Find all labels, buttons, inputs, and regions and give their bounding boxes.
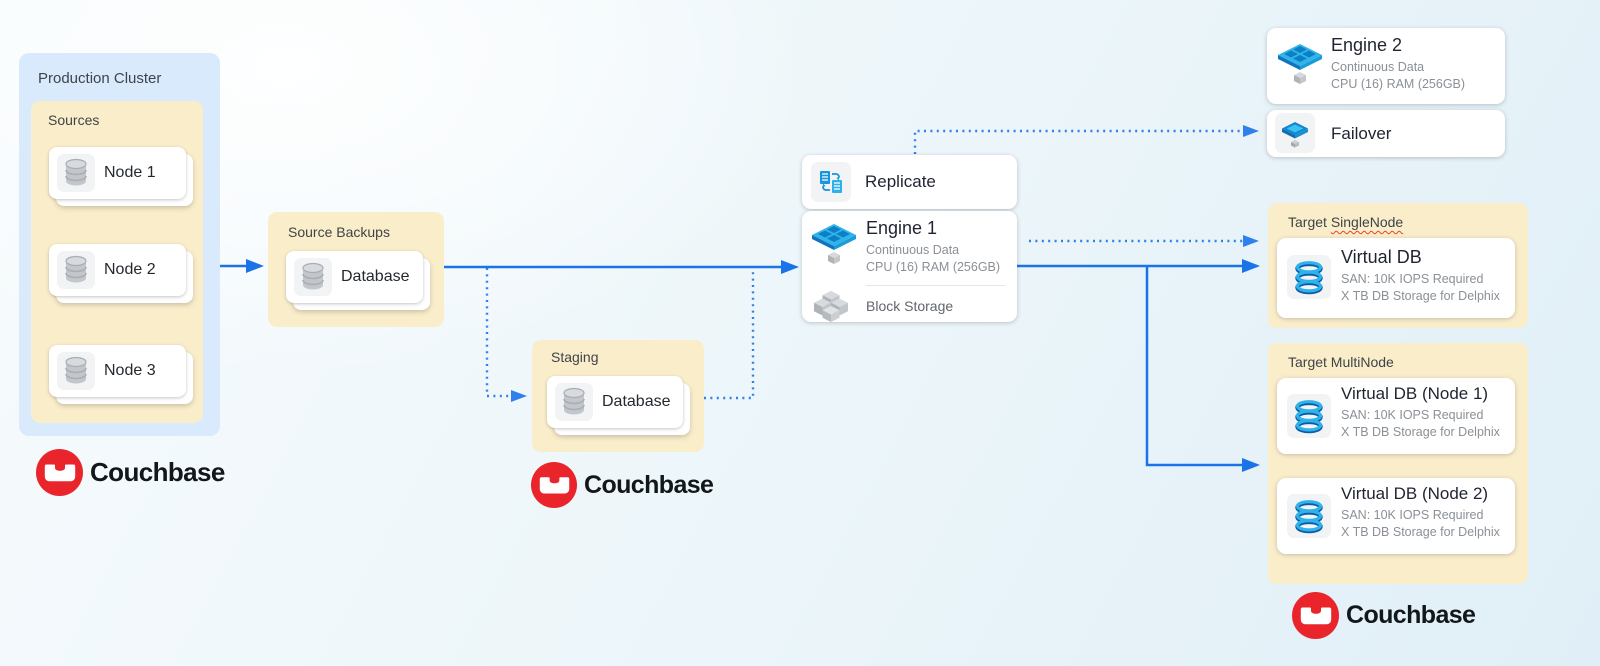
engine1-divider — [866, 285, 1005, 286]
virtual-db-node2-line1: SAN: 10K IOPS Required — [1341, 508, 1484, 522]
engine1-subtitle1: Continuous Data — [866, 243, 960, 257]
virtual-db-title: Virtual DB — [1341, 247, 1422, 267]
engine-icon — [1274, 41, 1326, 89]
node-2-card: Node 2 — [49, 244, 193, 303]
staging-group: Staging Database — [532, 340, 704, 452]
database-icon — [294, 258, 332, 296]
couchbase-icon — [36, 449, 83, 496]
target-singlenode-title-word: SingleNode — [1330, 214, 1404, 230]
database-icon — [57, 251, 95, 289]
source-backups-title: Source Backups — [288, 224, 390, 240]
engine2-card: Engine 2 Continuous Data CPU (16) RAM (2… — [1267, 28, 1505, 104]
target-multinode-title: Target MultiNode — [1288, 354, 1394, 370]
couchbase-logo-staging: Couchbase — [531, 462, 714, 508]
backup-database-card: Database — [286, 251, 430, 310]
staging-database-card: Database — [547, 376, 690, 435]
failover-icon — [1275, 113, 1315, 153]
virtual-db-icon — [1287, 494, 1331, 538]
database-icon — [555, 383, 593, 421]
database-icon — [57, 352, 95, 390]
source-backups-group: Source Backups Database — [268, 212, 444, 327]
couchbase-logo-production: Couchbase — [36, 449, 225, 496]
replicate-icon — [811, 162, 851, 202]
node-3-card: Node 3 — [49, 345, 193, 404]
arrow-engine1-to-multi — [1145, 266, 1260, 472]
block-storage-label: Block Storage — [866, 298, 954, 314]
node-1-card: Node 1 — [49, 147, 193, 206]
virtual-db-icon — [1287, 255, 1331, 299]
arrow-dotted-to-staging — [485, 268, 527, 402]
engine2-title: Engine 2 — [1331, 35, 1403, 55]
couchbase-logo-target: Couchbase — [1292, 592, 1476, 639]
node-label: Node 2 — [104, 261, 156, 278]
target-singlenode-title-prefix: Target — [1288, 214, 1331, 230]
couchbase-wordmark: Couchbase — [584, 470, 714, 499]
failover-label: Failover — [1331, 124, 1392, 143]
replicate-label: Replicate — [865, 172, 936, 191]
virtual-db-node2-card: Virtual DB (Node 2) SAN: 10K IOPS Requir… — [1277, 478, 1515, 554]
couchbase-icon — [1292, 592, 1339, 639]
virtual-db-card: Virtual DB SAN: 10K IOPS Required X TB D… — [1277, 238, 1515, 318]
replicate-card: Replicate — [802, 155, 1017, 209]
production-cluster-title: Production Cluster — [38, 70, 162, 87]
virtual-db-icon — [1287, 394, 1331, 438]
engine2-subtitle1: Continuous Data — [1331, 60, 1425, 74]
sources-title: Sources — [48, 112, 100, 128]
couchbase-icon — [531, 462, 577, 508]
database-label: Database — [602, 393, 671, 410]
virtual-db-node1-line1: SAN: 10K IOPS Required — [1341, 408, 1484, 422]
block-storage-icon — [812, 289, 850, 323]
virtual-db-line1: SAN: 10K IOPS Required — [1341, 272, 1484, 286]
arrow-dotted-replicate-to-failover — [913, 125, 1259, 154]
target-singlenode-group: Target SingleNode Virtual DB SAN: 10K IO… — [1268, 203, 1528, 328]
database-icon — [57, 154, 95, 192]
virtual-db-node1-card: Virtual DB (Node 1) SAN: 10K IOPS Requir… — [1277, 378, 1515, 454]
engine1-card: Engine 1 Continuous Data CPU (16) RAM (2… — [802, 211, 1017, 323]
couchbase-wordmark: Couchbase — [90, 457, 225, 487]
virtual-db-node2-title: Virtual DB (Node 2) — [1341, 484, 1489, 503]
virtual-db-node1-title: Virtual DB (Node 1) — [1341, 384, 1489, 403]
engine-icon — [808, 221, 860, 269]
engine2-subtitle2: CPU (16) RAM (256GB) — [1331, 77, 1466, 91]
staging-title: Staging — [551, 349, 599, 365]
engine1-subtitle2: CPU (16) RAM (256GB) — [866, 260, 1001, 274]
virtual-db-node2-line2: X TB DB Storage for Delphix — [1341, 525, 1500, 539]
sources-group: Sources Node 1 — [31, 101, 203, 423]
line-dotted-staging-to-engine — [704, 268, 755, 400]
virtual-db-node1-line2: X TB DB Storage for Delphix — [1341, 425, 1500, 439]
couchbase-wordmark: Couchbase — [1346, 601, 1476, 629]
target-multinode-group: Target MultiNode Virtual DB (Node 1) SAN… — [1268, 343, 1528, 584]
engine1-title: Engine 1 — [866, 218, 938, 238]
failover-card: Failover — [1267, 110, 1505, 157]
virtual-db-line2: X TB DB Storage for Delphix — [1341, 289, 1500, 303]
production-cluster-container: Production Cluster Sources Node 1 — [19, 53, 220, 436]
database-label: Database — [341, 268, 410, 285]
node-label: Node 1 — [104, 164, 156, 181]
node-label: Node 3 — [104, 362, 156, 379]
target-singlenode-title: Target SingleNode — [1288, 214, 1403, 230]
